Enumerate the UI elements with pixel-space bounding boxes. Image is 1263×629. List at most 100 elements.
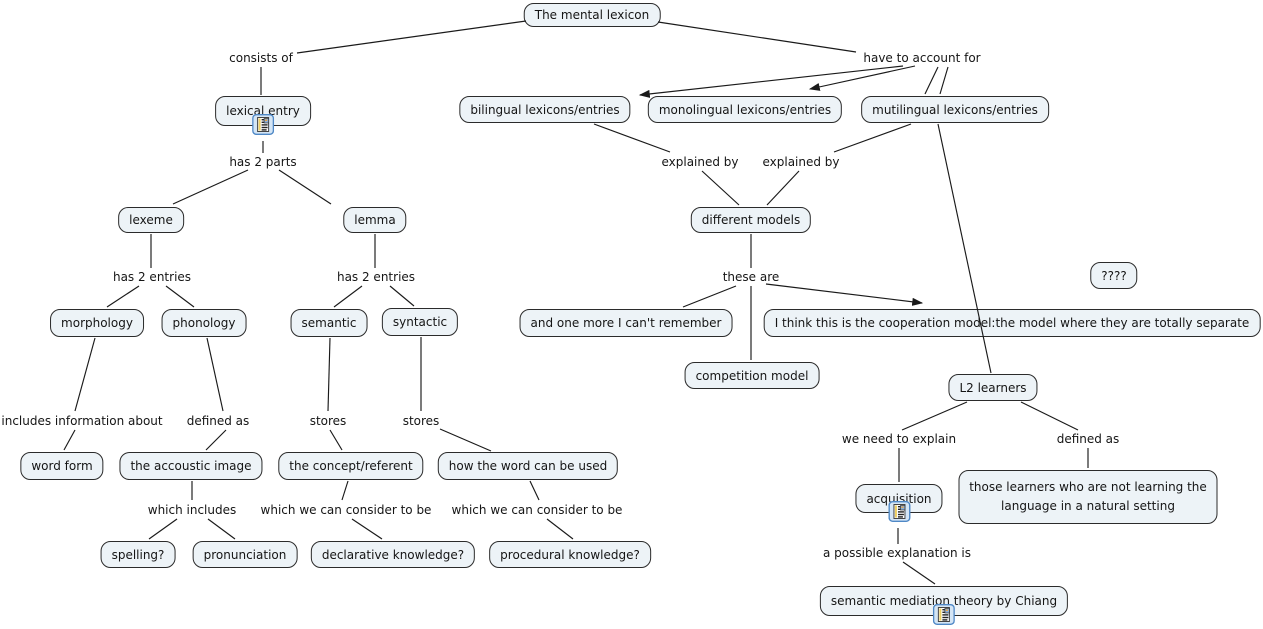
concept-node-label: morphology xyxy=(61,316,133,330)
connector-line xyxy=(766,170,800,206)
connector-line xyxy=(924,66,939,95)
concept-node-declarative-knowledge[interactable]: declarative knowledge? xyxy=(310,541,476,568)
concept-node-label: procedural knowledge? xyxy=(500,547,640,562)
connector-line xyxy=(701,170,740,206)
linking-phrase-which-we-can-consider-a[interactable]: which we can consider to be xyxy=(260,503,432,517)
connector-line xyxy=(148,518,178,540)
concept-node-label: mutilingual lexicons/entries xyxy=(872,102,1038,117)
connector-line xyxy=(833,123,912,153)
concept-node-lexeme[interactable]: lexeme xyxy=(118,207,184,233)
concept-node-bilingual-lexicons[interactable]: bilingual lexicons/entries xyxy=(459,96,631,123)
linking-phrase-explained-by-b[interactable]: explained by xyxy=(762,155,840,169)
concept-node-those-learners[interactable]: those learners who are not learning the … xyxy=(958,470,1218,524)
linking-phrase-explained-by-a[interactable]: explained by xyxy=(661,155,739,169)
linking-phrase-defined-as-b[interactable]: defined as xyxy=(1056,432,1120,446)
concept-node-the-concept-referent[interactable]: the concept/referent xyxy=(278,452,424,480)
concept-node-and-one-more[interactable]: and one more I can't remember xyxy=(519,309,733,337)
concept-node-monolingual-lexicons[interactable]: monolingual lexicons/entries xyxy=(647,96,843,123)
connector-line xyxy=(74,337,96,412)
linking-phrase-defined-as-a[interactable]: defined as xyxy=(186,414,250,428)
concept-node-spelling[interactable]: spelling? xyxy=(100,541,176,568)
concept-node-label: bilingual lexicons/entries xyxy=(470,102,620,117)
connector-line xyxy=(389,285,415,307)
linking-phrase-includes-information-about[interactable]: includes information about xyxy=(1,414,163,428)
concept-node-different-models[interactable]: different models xyxy=(690,207,812,233)
connector-line xyxy=(106,285,140,308)
concept-node-cooperation-model[interactable]: I think this is the cooperation model:th… xyxy=(763,309,1261,337)
concept-node-label: competition model xyxy=(695,368,809,383)
connector-line xyxy=(329,429,343,451)
concept-node-label: ???? xyxy=(1101,268,1127,283)
linking-phrase-stores-a[interactable]: stores xyxy=(309,414,347,428)
concept-node-acquisition[interactable]: acquisition xyxy=(855,484,943,523)
connector-line xyxy=(546,518,574,540)
concept-node-label: syntactic xyxy=(392,315,448,329)
concept-node-label: the concept/referent xyxy=(289,459,413,473)
connector-line xyxy=(808,65,916,91)
concept-node-label: L2 learners xyxy=(959,380,1027,395)
connector-line xyxy=(296,20,527,54)
concept-node-mutilingual-lexicons[interactable]: mutilingual lexicons/entries xyxy=(861,96,1049,123)
connector-line xyxy=(682,285,737,308)
resource-link-icon[interactable] xyxy=(887,500,911,523)
concept-node-label: how the word can be used xyxy=(448,459,608,473)
linking-phrase-has-2-entries-a[interactable]: has 2 entries xyxy=(112,270,192,284)
concept-node-procedural-knowledge[interactable]: procedural knowledge? xyxy=(489,541,651,568)
connector-line xyxy=(207,518,236,540)
concept-node-pronunciation[interactable]: pronunciation xyxy=(192,541,298,568)
concept-node-the-accoustic-image[interactable]: the accoustic image xyxy=(119,452,263,480)
connector-line xyxy=(902,561,936,585)
concept-node-phonology[interactable]: phonology xyxy=(161,309,247,337)
concept-node-label: I think this is the cooperation model:th… xyxy=(774,316,1250,330)
concept-node-lexical-entry[interactable]: lexical entry xyxy=(215,96,311,136)
connector-line xyxy=(638,65,904,98)
connector-line xyxy=(327,337,331,412)
concept-node-label: The mental lexicon xyxy=(534,8,650,22)
connector-line xyxy=(765,283,924,306)
linking-phrase-a-possible-explanation-is[interactable]: a possible explanation is xyxy=(822,546,972,560)
connector-line xyxy=(205,429,227,451)
concept-node-label: lemma xyxy=(354,213,396,227)
concept-node-label: lexeme xyxy=(129,213,173,227)
concept-node-competition-model[interactable]: competition model xyxy=(684,362,820,389)
linking-phrase-consists-of[interactable]: consists of xyxy=(229,51,293,65)
connector-line xyxy=(439,428,492,452)
concept-node-l2-learners[interactable]: L2 learners xyxy=(948,374,1038,401)
concept-node-label: declarative knowledge? xyxy=(321,547,465,562)
concept-node-label: semantic xyxy=(301,316,357,330)
connector-line xyxy=(657,21,857,53)
resource-link-icon[interactable] xyxy=(932,603,955,626)
linking-phrase-has-2-parts[interactable]: has 2 parts xyxy=(229,155,297,169)
concept-node-syntactic[interactable]: syntactic xyxy=(381,308,459,336)
concept-node-how-the-word-can-be-used[interactable]: how the word can be used xyxy=(437,452,619,480)
concept-node-label: lexical entry xyxy=(226,104,300,118)
concept-node-word-form[interactable]: word form xyxy=(20,452,104,480)
linking-phrase-we-need-to-explain[interactable]: we need to explain xyxy=(841,432,957,446)
concept-node-label: and one more I can't remember xyxy=(530,316,722,330)
concept-node-lemma[interactable]: lemma xyxy=(343,207,407,233)
concept-node-semantic-mediation-theory[interactable]: semantic mediation theory by Chiang xyxy=(819,586,1069,626)
connector-line xyxy=(351,518,383,540)
connector-line xyxy=(901,401,968,431)
resource-link-icon[interactable] xyxy=(251,113,275,136)
connector-line xyxy=(63,429,76,451)
linking-phrase-have-to-account-for[interactable]: have to account for xyxy=(863,51,981,65)
connector-line xyxy=(529,480,540,501)
connector-line xyxy=(278,169,332,205)
concept-node-label: pronunciation xyxy=(203,547,287,562)
concept-node-unknown-model[interactable]: ???? xyxy=(1090,262,1138,289)
concept-node-semantic[interactable]: semantic xyxy=(290,309,368,337)
connector-line xyxy=(1020,401,1079,431)
linking-phrase-has-2-entries-b[interactable]: has 2 entries xyxy=(336,270,416,284)
concept-node-label: those learners who are not learning the … xyxy=(969,479,1207,513)
concept-node-morphology[interactable]: morphology xyxy=(50,309,144,337)
linking-phrase-which-includes[interactable]: which includes xyxy=(147,503,237,517)
concept-node-label: word form xyxy=(31,459,93,473)
concept-node-the-mental-lexicon[interactable]: The mental lexicon xyxy=(523,3,661,27)
connector-line xyxy=(939,66,949,95)
linking-phrase-these-are[interactable]: these are xyxy=(722,270,780,284)
linking-phrase-stores-b[interactable]: stores xyxy=(402,414,440,428)
concept-node-label: acquisition xyxy=(866,491,932,506)
linking-phrase-which-we-can-consider-b[interactable]: which we can consider to be xyxy=(451,503,623,517)
